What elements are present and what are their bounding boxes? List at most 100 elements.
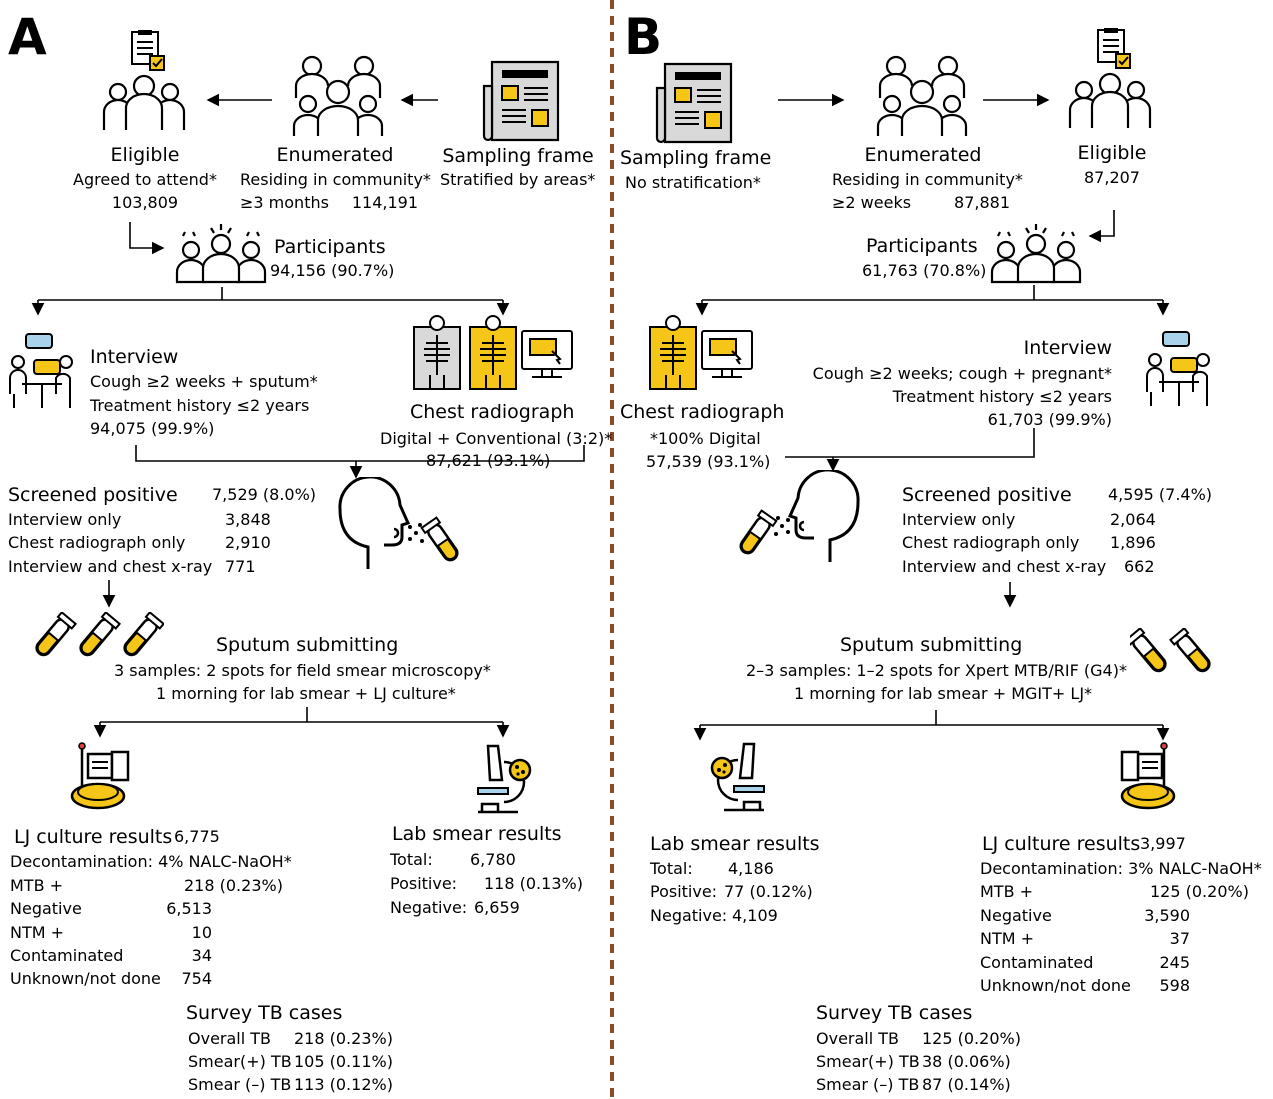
b-smear-row-value: 4,109: [732, 906, 778, 925]
a-lj-row-value: 6,513: [166, 899, 212, 918]
xray-monitor-icon: [412, 313, 576, 393]
sample-tubes-icon: [32, 612, 164, 662]
a-lj-row-label: Negative: [10, 899, 82, 918]
microscope-icon-b: [690, 740, 774, 812]
a-cases-row-value: 105 (0.11%): [294, 1052, 393, 1071]
a-screened-row-label: Chest radiograph only: [8, 533, 186, 552]
a-interview-title: Interview: [90, 346, 179, 368]
b-lj-row-value: 125 (0.20%): [1150, 882, 1249, 901]
enumerated-crowd-icon: [292, 52, 384, 138]
a-sampling-line1: Stratified by areas*: [440, 170, 596, 189]
a-lj-row-value: 218 (0.23%): [184, 876, 283, 895]
b-lj-row-label: MTB +: [980, 882, 1034, 901]
b-interview-line2: Treatment history ≤2 years: [892, 387, 1112, 406]
a-smear-row-label: Total:: [390, 850, 433, 869]
interview-icon: [8, 332, 76, 410]
a-sampling-title: Sampling frame: [442, 145, 594, 167]
b-lj-row-value: 598: [1159, 976, 1190, 995]
b-smear-title: Lab smear results: [650, 833, 820, 855]
b-cases-row-value: 38 (0.06%): [922, 1052, 1011, 1071]
newspaper-icon-b: [655, 58, 741, 146]
a-cases-title: Survey TB cases: [186, 1002, 343, 1024]
b-lj-decon: Decontamination: 3% NALC-NaOH*: [980, 859, 1262, 878]
a-sputum-line2: 1 morning for lab smear + LJ culture*: [156, 684, 456, 703]
eligible-people-icon-b: [1064, 28, 1156, 132]
a-lj-row-label: MTB +: [10, 876, 64, 895]
b-screened-value: 4,595 (7.4%): [1108, 485, 1213, 504]
b-screened-title: Screened positive: [902, 484, 1072, 506]
a-smear-row-label: Positive:: [390, 874, 458, 893]
b-screened-row-value: 2,064: [1110, 510, 1156, 529]
b-lj-value: 3,997: [1140, 834, 1186, 853]
b-lj-row-value: 3,590: [1144, 906, 1190, 925]
b-enumerated-duration: ≥2 weeks: [832, 193, 912, 212]
a-lj-row-label: Unknown/not done: [10, 969, 161, 988]
b-interview-line3: 61,703 (99.9%): [987, 410, 1112, 429]
a-cases-row-value: 218 (0.23%): [294, 1029, 393, 1048]
a-lj-row-label: Contaminated: [10, 946, 124, 965]
b-lj-row-label: NTM +: [980, 929, 1035, 948]
a-screened-title: Screened positive: [8, 484, 178, 506]
b-smear-row-label: Negative:: [650, 906, 728, 925]
b-screened-row-label: Chest radiograph only: [902, 533, 1080, 552]
b-cases-row-value: 87 (0.14%): [922, 1075, 1011, 1094]
b-participants-title: Participants: [866, 235, 978, 257]
a-eligible-count: 103,809: [111, 193, 179, 212]
a-eligible-line1: Agreed to attend*: [73, 170, 217, 189]
a-participants-value: 94,156 (90.7%): [270, 261, 395, 280]
a-enumerated-title: Enumerated: [276, 144, 394, 166]
cough-sputum-icon: [324, 477, 464, 573]
b-smear-row-value: 4,186: [728, 859, 774, 878]
b-sampling-line1: No stratification*: [625, 173, 761, 192]
cough-sputum-icon-b: [734, 470, 874, 566]
a-smear-title: Lab smear results: [392, 823, 562, 845]
panel-a-label: A: [8, 8, 47, 66]
a-cases-row-label: Smear(+) TB: [188, 1052, 292, 1071]
b-sputum-title: Sputum submitting: [840, 634, 1023, 656]
a-cases-row-value: 113 (0.12%): [294, 1075, 393, 1094]
a-participants-title: Participants: [274, 236, 386, 258]
b-cases-row-value: 125 (0.20%): [922, 1029, 1021, 1048]
culture-dish-icon-b: [1118, 742, 1184, 812]
a-radiograph-title: Chest radiograph: [410, 401, 575, 423]
b-screened-row-label: Interview only: [902, 510, 1016, 529]
b-cases-title: Survey TB cases: [816, 1002, 973, 1024]
b-lj-row-label: Contaminated: [980, 953, 1094, 972]
a-interview-line3: 94,075 (99.9%): [90, 419, 215, 438]
b-radiograph-line1: *100% Digital: [650, 429, 761, 448]
b-radiograph-line2: 57,539 (93.1%): [646, 452, 771, 471]
a-enumerated-count: 114,191: [351, 193, 418, 212]
b-sampling-title: Sampling frame: [620, 147, 772, 169]
b-sputum-line2: 1 morning for lab smear + MGIT+ LJ*: [794, 684, 1093, 703]
a-screened-row-label: Interview only: [8, 510, 122, 529]
b-radiograph-title: Chest radiograph: [620, 401, 785, 423]
microscope-icon: [468, 742, 552, 814]
a-interview-line2: Treatment history ≤2 years: [90, 396, 310, 415]
a-radiograph-line2: 87,621 (93.1%): [426, 451, 551, 470]
interview-icon-b: [1145, 330, 1213, 408]
a-sputum-line1: 3 samples: 2 spots for field smear micro…: [114, 661, 491, 680]
newspaper-icon: [482, 56, 568, 144]
a-enumerated-line1: Residing in community*: [240, 170, 431, 189]
b-enumerated-line1: Residing in community*: [832, 170, 1023, 189]
sample-tubes-icon-b: [1130, 628, 1222, 678]
a-lj-row-value: 10: [191, 923, 212, 942]
b-cases-row-label: Smear (–) TB: [816, 1075, 920, 1094]
b-lj-row-label: Unknown/not done: [980, 976, 1131, 995]
a-smear-row-label: Negative:: [390, 898, 468, 917]
xray-monitor-icon-b: [648, 313, 756, 393]
b-screened-row-label: Interview and chest x-ray: [902, 557, 1107, 576]
participants-icon: [175, 222, 267, 284]
b-screened-row-value: 1,896: [1110, 533, 1156, 552]
a-lj-row-value: 754: [181, 969, 212, 988]
b-cases-row-label: Smear(+) TB: [816, 1052, 920, 1071]
culture-dish-icon: [68, 742, 134, 812]
a-cases-row-label: Overall TB: [188, 1029, 272, 1048]
b-sputum-line1: 2–3 samples: 1–2 spots for Xpert MTB/RIF…: [746, 661, 1127, 680]
a-lj-value: 6,775: [174, 827, 220, 846]
a-screened-row-label: Interview and chest x-ray: [8, 557, 213, 576]
a-lj-decon: Decontamination: 4% NALC-NaOH*: [10, 852, 292, 871]
eligible-people-icon: [98, 30, 190, 134]
a-screened-row-value: 2,910: [225, 533, 271, 552]
